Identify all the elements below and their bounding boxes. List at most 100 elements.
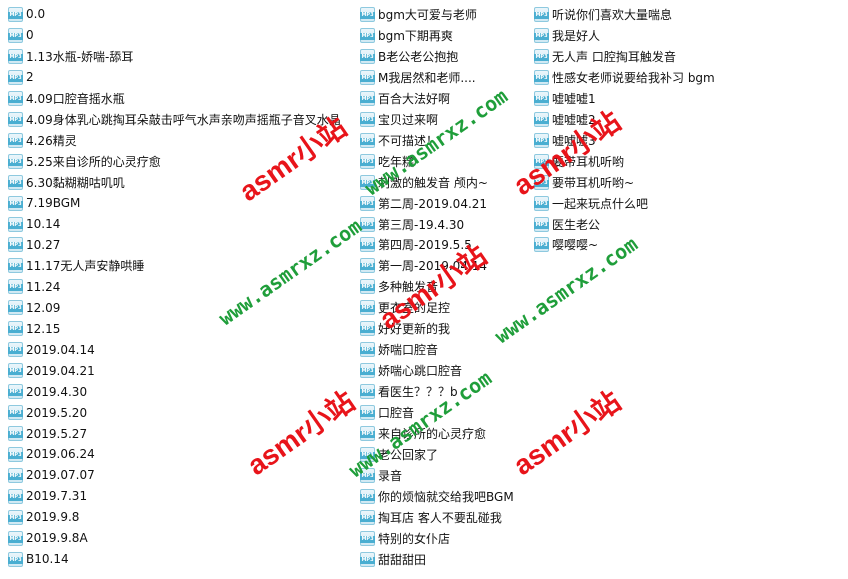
file-name: 甜甜甜田	[378, 552, 427, 567]
mp3-file-icon	[8, 237, 23, 253]
file-item[interactable]: 2019.5.20	[8, 402, 341, 423]
file-item[interactable]: 4.26精灵	[8, 130, 341, 151]
file-item[interactable]: 来自诊所的心灵疗愈	[360, 423, 514, 444]
mp3-file-icon	[8, 321, 23, 337]
file-item[interactable]: 刺激的触发音 颅内~	[360, 172, 514, 193]
file-item[interactable]: 口腔音	[360, 402, 514, 423]
file-item[interactable]: 老公回家了	[360, 444, 514, 465]
file-item[interactable]: 不可描述！	[360, 130, 514, 151]
file-item[interactable]: 好好更新的我	[360, 318, 514, 339]
file-item[interactable]: 12.15	[8, 318, 341, 339]
file-name: 掏耳店 客人不要乱碰我	[378, 510, 502, 525]
mp3-file-icon	[534, 174, 549, 190]
file-item[interactable]: 7.19BGM	[8, 193, 341, 214]
mp3-file-icon	[360, 530, 375, 546]
file-name: 2019.5.27	[26, 426, 88, 441]
file-item[interactable]: 娇喘口腔音	[360, 339, 514, 360]
file-item[interactable]: 录音	[360, 465, 514, 486]
file-item[interactable]: 2019.5.27	[8, 423, 341, 444]
file-name: 一起来玩点什么吧	[552, 196, 649, 211]
file-item[interactable]: 我是好人	[534, 25, 715, 46]
mp3-file-icon	[534, 90, 549, 106]
file-item[interactable]: M我居然和老师....	[360, 67, 514, 88]
file-item[interactable]: 2019.9.8A	[8, 528, 341, 549]
file-item[interactable]: 医生老公	[534, 214, 715, 235]
mp3-file-icon	[8, 69, 23, 85]
file-item[interactable]: 无人声 口腔掏耳触发音	[534, 46, 715, 67]
file-item[interactable]: 12.09	[8, 297, 341, 318]
file-name: 第三周-19.4.30	[378, 217, 465, 232]
file-item[interactable]: 5.25来自诊所的心灵疗愈	[8, 151, 341, 172]
file-item[interactable]: 第三周-19.4.30	[360, 214, 514, 235]
file-item[interactable]: B10.14	[8, 549, 341, 570]
file-item[interactable]: 2019.04.21	[8, 360, 341, 381]
mp3-file-icon	[360, 467, 375, 483]
file-item[interactable]: 2019.7.31	[8, 486, 341, 507]
file-item[interactable]: 嘘嘘嘘3	[534, 130, 715, 151]
mp3-file-icon	[360, 405, 375, 421]
file-item[interactable]: 11.24	[8, 276, 341, 297]
file-item[interactable]: 娇喘心跳口腔音	[360, 360, 514, 381]
file-item[interactable]: 特别的女仆店	[360, 528, 514, 549]
mp3-file-icon	[360, 153, 375, 169]
file-item[interactable]: 嘘嘘嘘1	[534, 88, 715, 109]
file-name: 嘘嘘嘘3	[552, 133, 596, 148]
file-item[interactable]: 2019.06.24	[8, 444, 341, 465]
mp3-file-icon	[8, 48, 23, 64]
mp3-file-icon	[8, 216, 23, 232]
file-item[interactable]: 6.30黏糊糊咕叽叽	[8, 172, 341, 193]
file-item[interactable]: 2	[8, 67, 341, 88]
mp3-file-icon	[8, 132, 23, 148]
file-item[interactable]: 4.09身体乳心跳掏耳朵敲击呼气水声亲吻声摇瓶子音叉水晶	[8, 109, 341, 130]
file-name: 2019.04.14	[26, 342, 95, 357]
file-item[interactable]: 看医生？？？b	[360, 381, 514, 402]
file-item[interactable]: 1.13水瓶-娇喘-舔耳	[8, 46, 341, 67]
file-item[interactable]: 嘤嘤嘤~	[534, 234, 715, 255]
mp3-file-icon	[8, 551, 23, 567]
file-item[interactable]: bgm下期再爽	[360, 25, 514, 46]
file-item[interactable]: 多种触发音	[360, 276, 514, 297]
file-item[interactable]: 0.0	[8, 4, 341, 25]
file-item[interactable]: 一起来玩点什么吧	[534, 193, 715, 214]
file-item[interactable]: 嘘嘘嘘2	[534, 109, 715, 130]
file-item[interactable]: 11.17无人声安静哄睡	[8, 255, 341, 276]
file-item[interactable]: 10.14	[8, 214, 341, 235]
file-item[interactable]: 甜甜甜田	[360, 549, 514, 570]
file-name: 4.09身体乳心跳掏耳朵敲击呼气水声亲吻声摇瓶子音叉水晶	[26, 112, 341, 127]
file-item[interactable]: 要带耳机听哟~	[534, 172, 715, 193]
file-item[interactable]: 听说你们喜欢大量喘息	[534, 4, 715, 25]
file-item[interactable]: 第一周-2019.04.14	[360, 255, 514, 276]
file-name: 2019.7.31	[26, 489, 88, 504]
file-item[interactable]: 2019.4.30	[8, 381, 341, 402]
file-name: 2019.06.24	[26, 447, 95, 462]
file-item[interactable]: 10.27	[8, 234, 341, 255]
file-item[interactable]: 0	[8, 25, 341, 46]
file-item[interactable]: 第二周-2019.04.21	[360, 193, 514, 214]
file-item[interactable]: 宝贝过来啊	[360, 109, 514, 130]
file-item[interactable]: 2019.07.07	[8, 465, 341, 486]
file-name: 0.0	[26, 7, 46, 22]
file-name: 更衣室的足控	[378, 301, 451, 316]
file-item[interactable]: 百合大法好啊	[360, 88, 514, 109]
file-name: 你的烦恼就交给我吧BGM	[378, 489, 514, 504]
file-item[interactable]: 掏耳店 客人不要乱碰我	[360, 507, 514, 528]
file-item[interactable]: 你的烦恼就交给我吧BGM	[360, 486, 514, 507]
file-item[interactable]: 更衣室的足控	[360, 297, 514, 318]
file-item[interactable]: B老公老公抱抱	[360, 46, 514, 67]
file-item[interactable]: 性感女老师说要给我补习 bgm	[534, 67, 715, 88]
file-name: 不可描述！	[378, 133, 439, 148]
file-item[interactable]: 2019.04.14	[8, 339, 341, 360]
file-item[interactable]: bgm大可爱与老师	[360, 4, 514, 25]
file-name: 百合大法好啊	[378, 91, 451, 106]
file-item[interactable]: 第四周-2019.5.5	[360, 234, 514, 255]
file-name: 12.15	[26, 321, 61, 336]
file-item[interactable]: 要带耳机听哟	[534, 151, 715, 172]
file-name: B老公老公抱抱	[378, 49, 459, 64]
file-name: 我是好人	[552, 28, 601, 43]
mp3-file-icon	[8, 342, 23, 358]
file-item[interactable]: 4.09口腔音摇水瓶	[8, 88, 341, 109]
file-item[interactable]: 吃年糕	[360, 151, 514, 172]
mp3-file-icon	[534, 48, 549, 64]
mp3-file-icon	[534, 27, 549, 43]
file-item[interactable]: 2019.9.8	[8, 507, 341, 528]
